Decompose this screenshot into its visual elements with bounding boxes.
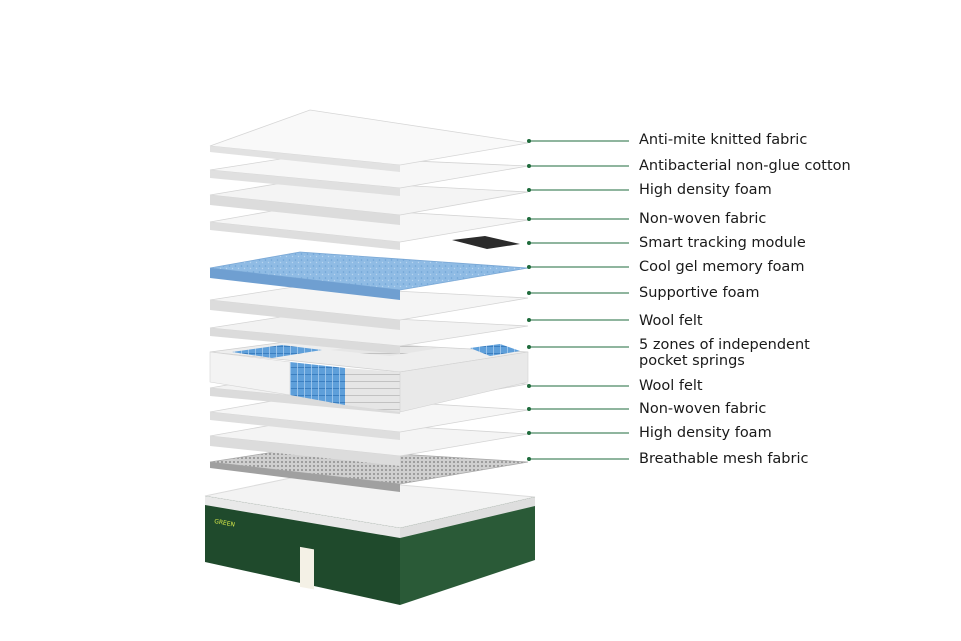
leader-dot [527,164,531,168]
leader-lines [527,139,629,461]
label-wool-felt-lower: Wool felt [639,378,703,394]
label-wool-felt-upper: Wool felt [639,313,703,329]
leader-dot [527,265,531,269]
label-antibacterial-cotton: Antibacterial non-glue cotton [639,158,851,174]
leader-dot [527,431,531,435]
label-high-density-foam-lower: High density foam [639,425,772,441]
label-non-woven-fabric-upper: Non-woven fabric [639,211,767,227]
leader-dot [527,384,531,388]
leader-dot [527,217,531,221]
leader-dot [527,188,531,192]
leader-dot [527,345,531,349]
label-pocket-springs-line1: 5 zones of independent [639,337,810,353]
layer-pocket-springs [209,339,529,413]
leader-dot [527,241,531,245]
leader-dot [527,457,531,461]
leader-dot [527,318,531,322]
brand-logo: GREEN [214,518,236,529]
leader-dot [527,139,531,143]
layer-high-density-foam-upper [209,179,529,216]
label-anti-mite-knitted-fabric: Anti-mite knitted fabric [639,132,808,148]
layer-breathable-mesh [209,447,529,485]
label-cool-gel-memory-foam: Cool gel memory foam [639,259,805,275]
label-high-density-foam-upper: High density foam [639,182,772,198]
smart-tracking-module [452,236,520,249]
leader-dot [527,407,531,411]
label-smart-tracking-module: Smart tracking module [639,235,806,251]
label-breathable-mesh-fabric: Breathable mesh fabric [639,451,809,467]
label-pocket-springs-line2: pocket springs [639,353,745,369]
layer-cool-gel-memory-foam [209,251,529,291]
label-non-woven-fabric-lower: Non-woven fabric [639,401,767,417]
label-pocket-springs: 5 zones of independent pocket springs [639,337,810,369]
label-supportive-foam: Supportive foam [639,285,760,301]
mattress-base: GREEN [204,475,536,605]
leader-dot [527,291,531,295]
